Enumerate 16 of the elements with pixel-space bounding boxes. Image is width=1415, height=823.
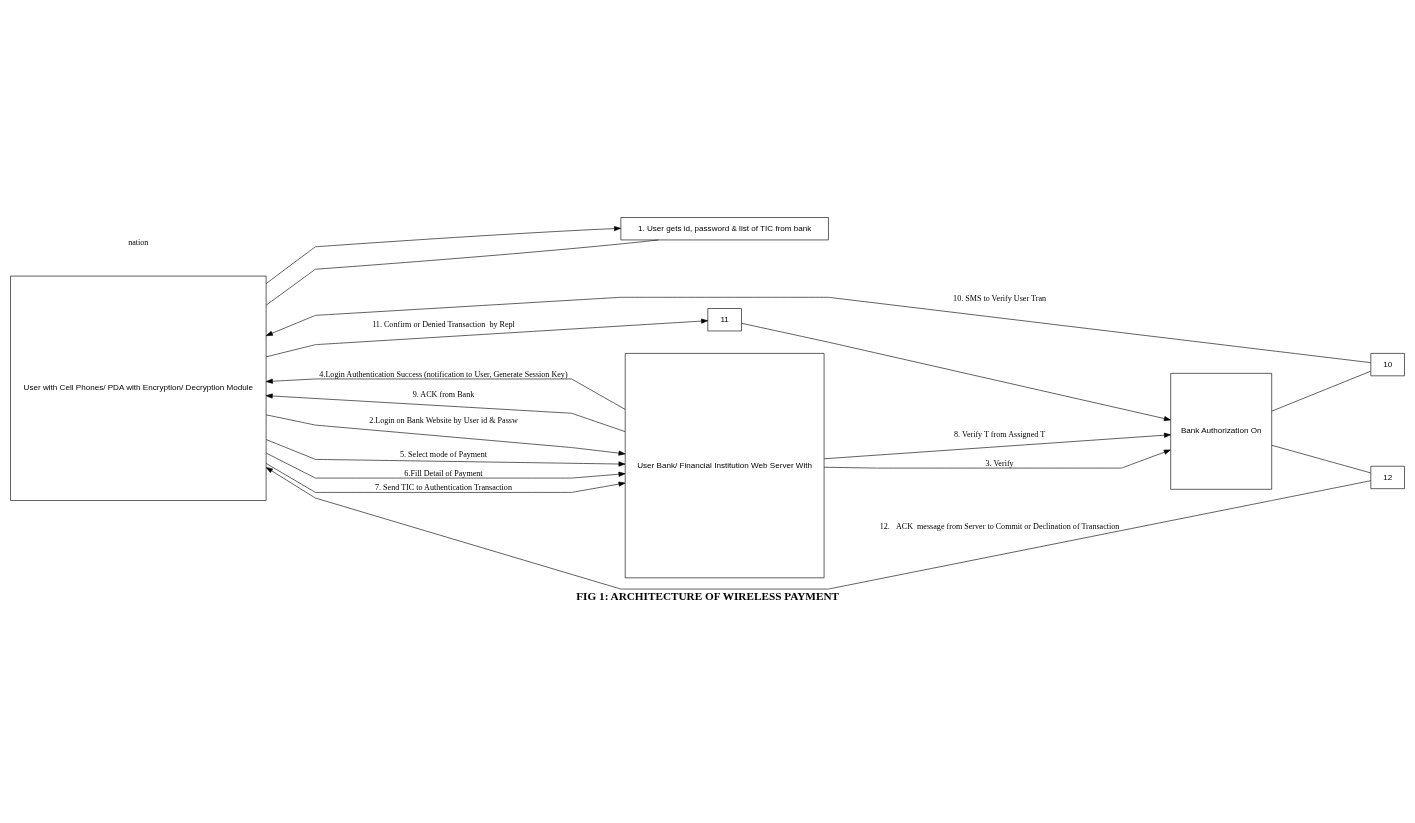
arrow [265,393,626,432]
arrow [824,432,1171,459]
arrow [265,378,626,410]
arrow [265,414,626,456]
arrow [265,466,1372,589]
arrow [265,318,709,357]
arrow [265,462,626,493]
arrow [823,449,1171,468]
arrow [265,438,626,466]
arrow [741,322,1171,421]
arrow [265,225,621,284]
arrow [265,296,1371,363]
arrow [265,452,626,478]
diagram-title: FIG 1: ARCHITECTURE OF WIRELESS PAYMENT [576,589,840,602]
connector [265,239,659,305]
connector [1271,444,1371,473]
